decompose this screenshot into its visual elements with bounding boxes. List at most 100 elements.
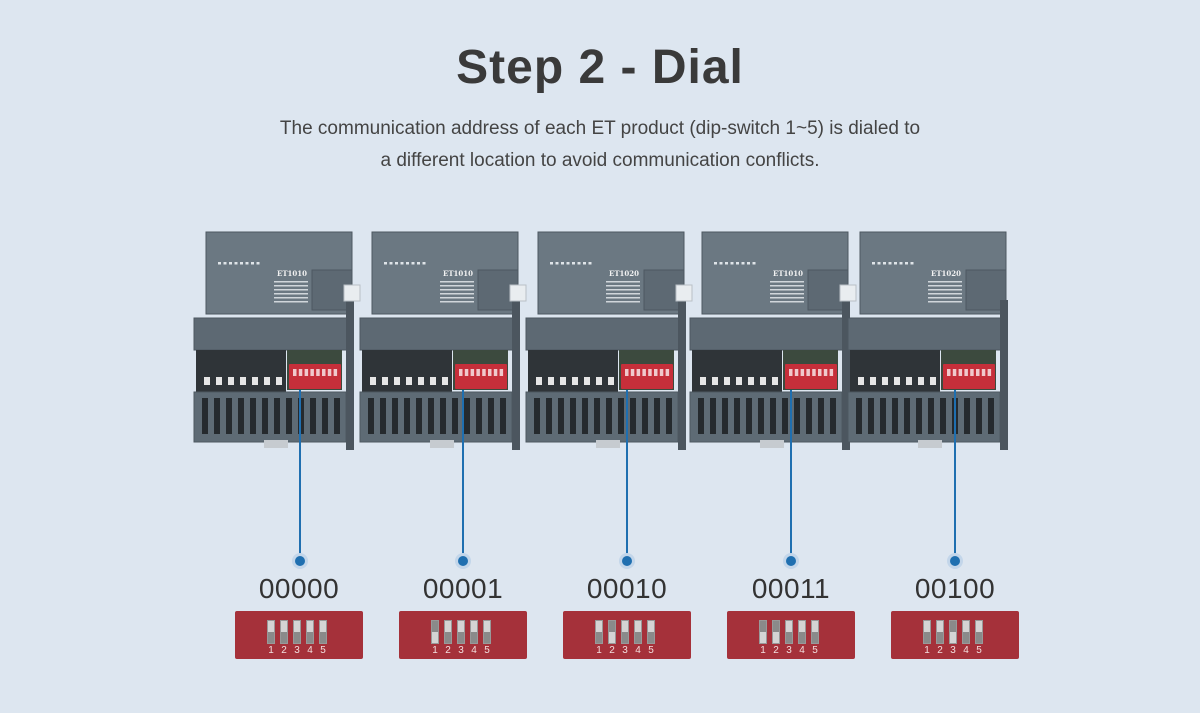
vent-slot bbox=[214, 398, 220, 434]
led-dot bbox=[714, 262, 717, 265]
dip-lever bbox=[493, 369, 498, 376]
led-dot bbox=[719, 262, 723, 265]
terminal-screw bbox=[748, 377, 754, 385]
terminal-screw bbox=[772, 377, 778, 385]
module-side-shade bbox=[1000, 300, 1008, 450]
led-dot bbox=[384, 262, 387, 265]
dip-switch-knob bbox=[432, 621, 438, 632]
vent-slot bbox=[534, 398, 540, 434]
spec-line bbox=[274, 285, 308, 287]
spec-line bbox=[440, 281, 474, 283]
dip-switch-knob bbox=[622, 632, 628, 643]
terminal-screw bbox=[264, 377, 270, 385]
led-dot bbox=[583, 262, 586, 265]
dip-lever bbox=[789, 369, 793, 376]
dip-switch-number: 2 bbox=[445, 645, 451, 656]
dip-switch-toggle bbox=[936, 620, 944, 644]
vent-slot bbox=[392, 398, 398, 434]
dip-switch-toggle bbox=[457, 620, 465, 644]
led-dot bbox=[234, 262, 238, 265]
dip-switch-number: 2 bbox=[609, 645, 615, 656]
vent-slot bbox=[322, 398, 328, 434]
leader-dot bbox=[786, 556, 796, 566]
terminal-screw bbox=[204, 377, 210, 385]
spec-line bbox=[274, 301, 308, 303]
vent-slot bbox=[630, 398, 636, 434]
io-module: ET1010 bbox=[359, 231, 527, 569]
dip-switch-toggle bbox=[647, 620, 655, 644]
spec-line bbox=[440, 285, 474, 287]
dip-switch-number: 1 bbox=[924, 645, 930, 656]
description-line-2: a different location to avoid communicat… bbox=[380, 150, 820, 171]
terminal-screw bbox=[894, 377, 900, 385]
dip-switch-toggle bbox=[483, 620, 491, 644]
vent-slot bbox=[558, 398, 564, 434]
terminal-block bbox=[850, 350, 940, 392]
led-dot bbox=[229, 262, 232, 265]
dip-lever bbox=[464, 369, 469, 376]
dip-switch-toggle bbox=[811, 620, 819, 644]
dip-switch-knob bbox=[976, 632, 982, 643]
terminal-screw bbox=[548, 377, 554, 385]
vent-slot bbox=[916, 398, 922, 434]
dip-switch-knob bbox=[471, 632, 477, 643]
io-module: ET1010 bbox=[689, 231, 857, 569]
vent-slot bbox=[428, 398, 434, 434]
dip-switch-toggle bbox=[431, 620, 439, 644]
dip-switch-toggle bbox=[621, 620, 629, 644]
led-dot bbox=[577, 262, 581, 265]
dip-switch-number: 3 bbox=[458, 645, 464, 656]
spec-line bbox=[770, 293, 804, 295]
dip-switch-number: 4 bbox=[799, 645, 805, 656]
dip-lever bbox=[625, 369, 629, 376]
vent-slot bbox=[746, 398, 752, 434]
dip-switch-toggle bbox=[634, 620, 642, 644]
vent-slot bbox=[202, 398, 208, 434]
address-code: 00100 bbox=[914, 573, 996, 604]
spec-line bbox=[274, 293, 308, 295]
terminal-screw bbox=[394, 377, 400, 385]
dip-lever bbox=[794, 369, 799, 376]
description: The communication address of each ET pro… bbox=[0, 113, 1200, 177]
dip-switch-toggle bbox=[772, 620, 780, 644]
led-dot bbox=[417, 262, 420, 265]
vent-slot bbox=[416, 398, 422, 434]
module-side-block bbox=[965, 269, 1007, 311]
vent-slot bbox=[262, 398, 268, 434]
led-dot bbox=[588, 262, 592, 265]
module-mid-panel bbox=[359, 317, 519, 351]
dip-lever bbox=[947, 369, 951, 376]
module-side-shade bbox=[842, 300, 850, 450]
terminal-screw bbox=[536, 377, 542, 385]
vent-slot bbox=[500, 398, 506, 434]
vent-slot bbox=[830, 398, 836, 434]
terminal-screw bbox=[216, 377, 222, 385]
terminal-screw bbox=[712, 377, 718, 385]
dip-switch-knob bbox=[773, 621, 779, 632]
dip-lever bbox=[654, 369, 658, 376]
dip-lever bbox=[304, 369, 309, 376]
vent-slot bbox=[310, 398, 316, 434]
dip-switch-red bbox=[621, 364, 673, 389]
vent-slot bbox=[666, 398, 672, 434]
dip-switch-toggle bbox=[306, 620, 314, 644]
io-module: ET1010 bbox=[193, 231, 361, 569]
dip-switch-toggle bbox=[785, 620, 793, 644]
terminal-screw bbox=[870, 377, 876, 385]
dip-lever bbox=[970, 369, 974, 376]
terminal-screw bbox=[370, 377, 376, 385]
vent-slot bbox=[226, 398, 232, 434]
vent-slot bbox=[734, 398, 740, 434]
module-mid-panel bbox=[847, 317, 1007, 351]
led-dot bbox=[240, 262, 243, 265]
spec-line bbox=[274, 297, 308, 299]
dip-switch-knob bbox=[799, 632, 805, 643]
dip-switch-knob bbox=[596, 632, 602, 643]
page-title: Step 2 - Dial bbox=[456, 41, 744, 94]
bus-connector bbox=[343, 284, 361, 302]
dip-lever bbox=[636, 369, 641, 376]
terminal-block bbox=[528, 350, 618, 392]
vent-slot bbox=[818, 398, 824, 434]
